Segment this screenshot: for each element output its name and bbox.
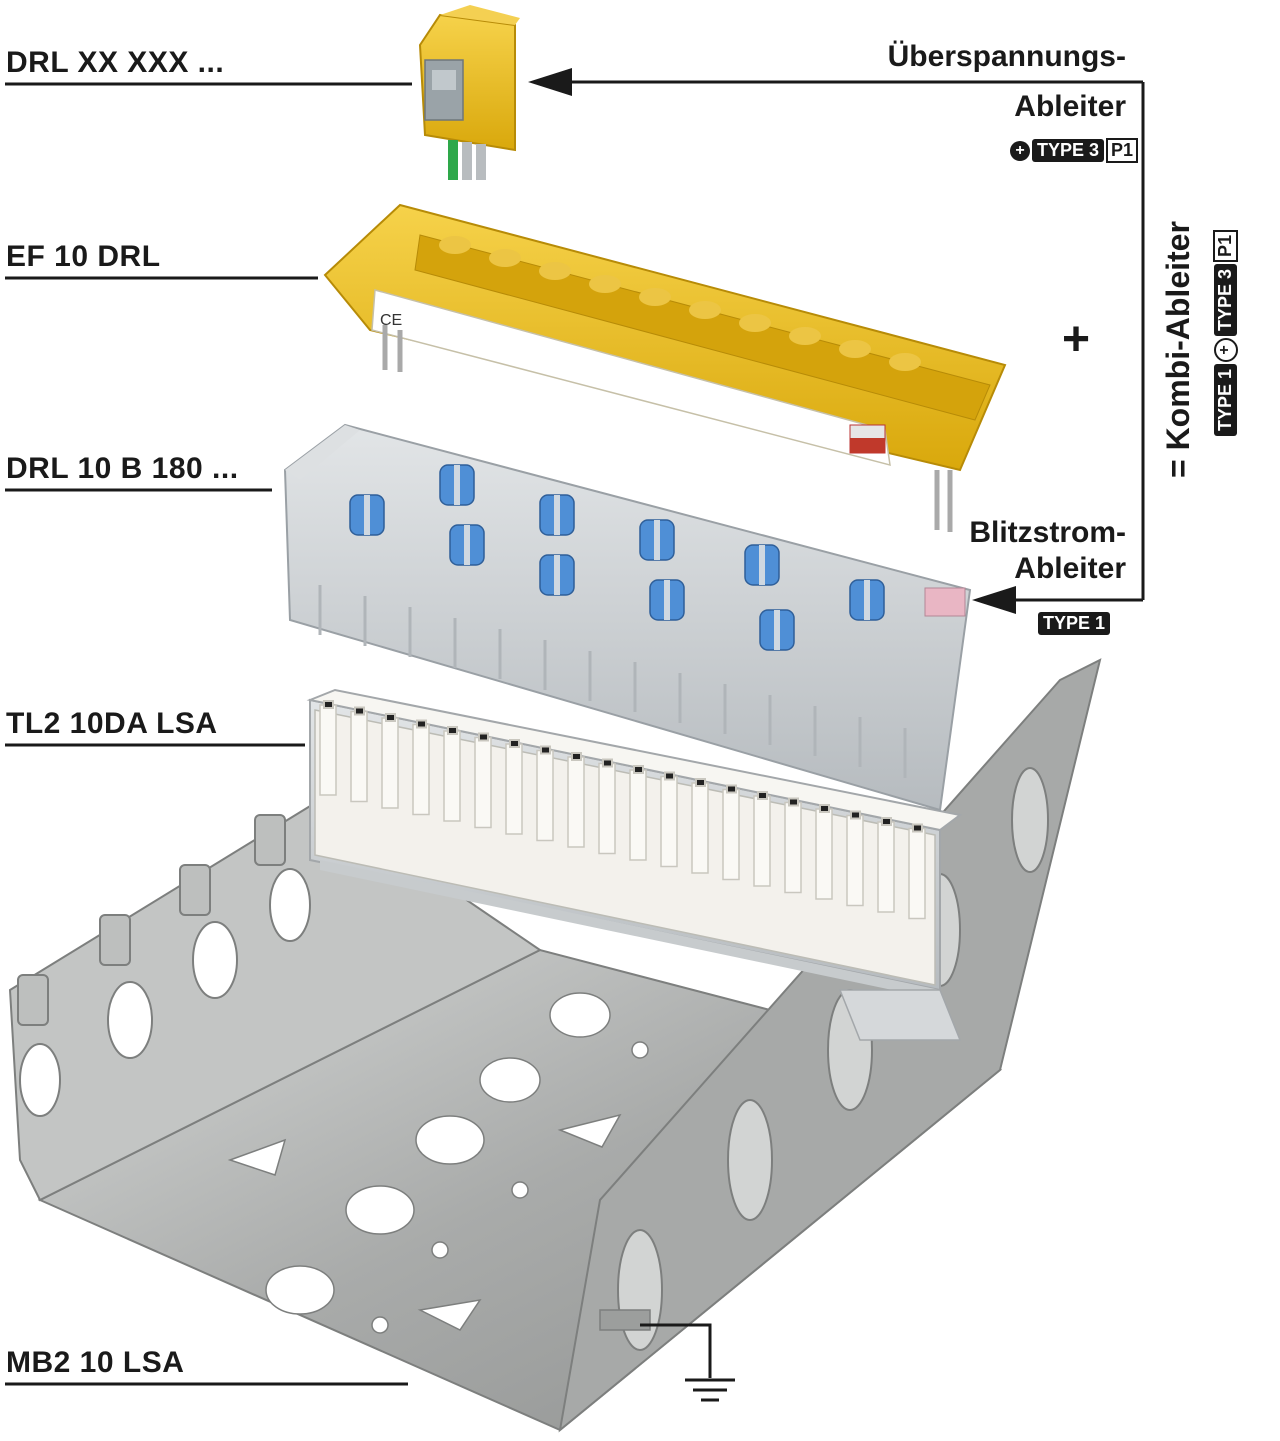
frame-slot [739,314,771,332]
gdt-band [454,465,460,505]
frame-slot [839,340,871,358]
gdt-band [464,525,470,565]
terminal-contact [509,739,520,748]
terminal-tooth [629,769,647,861]
terminal-contact [323,700,334,709]
lightning-arrester-line1: Blitzstrom- [969,516,1126,549]
label-leader-lines [5,82,412,1386]
label-ef10-drl: EF 10 DRL [6,240,161,273]
earthing-frame [323,203,1007,532]
terminal-contact [664,771,675,781]
frame-slot [489,249,521,267]
ce-mark: CE [380,312,402,329]
terminal-contact [726,784,737,794]
terminal-tooth [846,814,864,907]
terminal-contact [695,778,706,787]
lightning-arrester-line2: Ableiter [1014,552,1126,585]
ground-icon [640,1323,735,1402]
terminal-contact [881,817,892,826]
terminal-tooth [443,730,461,822]
terminal-contact [788,797,799,807]
plug-in-module [418,5,520,180]
arrow-to-plug-in [528,68,572,96]
gdt-band [364,495,370,535]
combi-type3-tag: TYPE 3 [1214,263,1238,336]
label-drl10b180: DRL 10 B 180 ... [6,452,239,485]
terminal-tooth [877,821,895,913]
terminal-tooth [536,749,554,842]
combi-type-badge: TYPE 1 + TYPE 3 P1 [1205,229,1242,436]
terminal-tooth [660,775,678,868]
combi-type1-tag: TYPE 1 [1214,363,1238,436]
frame-slot [539,262,571,280]
gdt-band [864,580,870,620]
arrow-to-module [972,586,1016,614]
terminal-tooth [722,788,740,881]
terminal-contact [850,810,861,820]
terminal-contact [385,713,396,722]
gdt-band [759,545,765,585]
terminal-tooth [598,762,616,855]
label-tl2-10da-lsa: TL2 10DA LSA [6,707,218,740]
terminal-tooth [381,717,399,809]
type1-badge: TYPE 1 [1038,612,1111,635]
terminal-contact [602,758,613,768]
gdt-band [654,520,660,560]
terminal-contact [354,706,365,716]
gdt-band [554,495,560,535]
type3-p1-badge: + TYPE 3 P1 [1010,138,1139,163]
surge-arrester-line2: Ableiter [1014,90,1126,123]
terminal-contact [912,823,923,833]
terminal-tooth [691,782,709,874]
surge-arrester-line1: Überspannungs- [887,40,1126,73]
gdt-band [554,555,560,595]
terminal-contact [416,719,427,729]
terminal-tooth [567,756,585,848]
type3-tag: TYPE 3 [1032,139,1105,162]
combi-arrester-label: = Kombi-Ableiter [1160,221,1197,478]
frame-slot [689,301,721,319]
terminal-contact [633,765,644,774]
plus-icon: + [1010,140,1030,161]
label-mb2-10-lsa: MB2 10 LSA [6,1346,185,1379]
terminal-tooth [784,801,802,894]
combi-plus-icon: + [1213,337,1238,362]
combi-arrester-text: = Kombi-Ableiter [1160,221,1196,478]
protection-module [283,423,972,812]
gdt-band [774,610,780,650]
frame-slot [789,327,821,345]
terminal-contact [447,726,458,735]
terminal-tooth [505,743,523,835]
gdt-band [664,580,670,620]
p1-tag: P1 [1106,138,1139,163]
terminal-contact [540,745,551,755]
label-drl-xx: DRL XX XXX ... [6,46,225,79]
terminal-tooth [753,795,771,887]
combi-p1-tag: P1 [1213,229,1239,262]
terminal-strip [306,688,963,1041]
terminal-tooth [319,704,337,796]
type1-tag: TYPE 1 [1038,612,1111,635]
frame-slot [439,236,471,254]
terminal-tooth [815,808,833,900]
frame-slot [639,288,671,306]
terminal-tooth [412,723,430,816]
terminal-contact [571,752,582,761]
terminal-tooth [908,827,926,920]
frame-slot [589,275,621,293]
terminal-tooth [350,710,368,803]
frame-slot [889,353,921,371]
combination-bracket [565,80,1145,602]
plus-sign: + [1062,313,1091,366]
terminal-contact [819,804,830,813]
terminal-tooth [474,736,492,829]
terminal-contact [757,791,768,800]
terminal-contact [478,732,489,742]
